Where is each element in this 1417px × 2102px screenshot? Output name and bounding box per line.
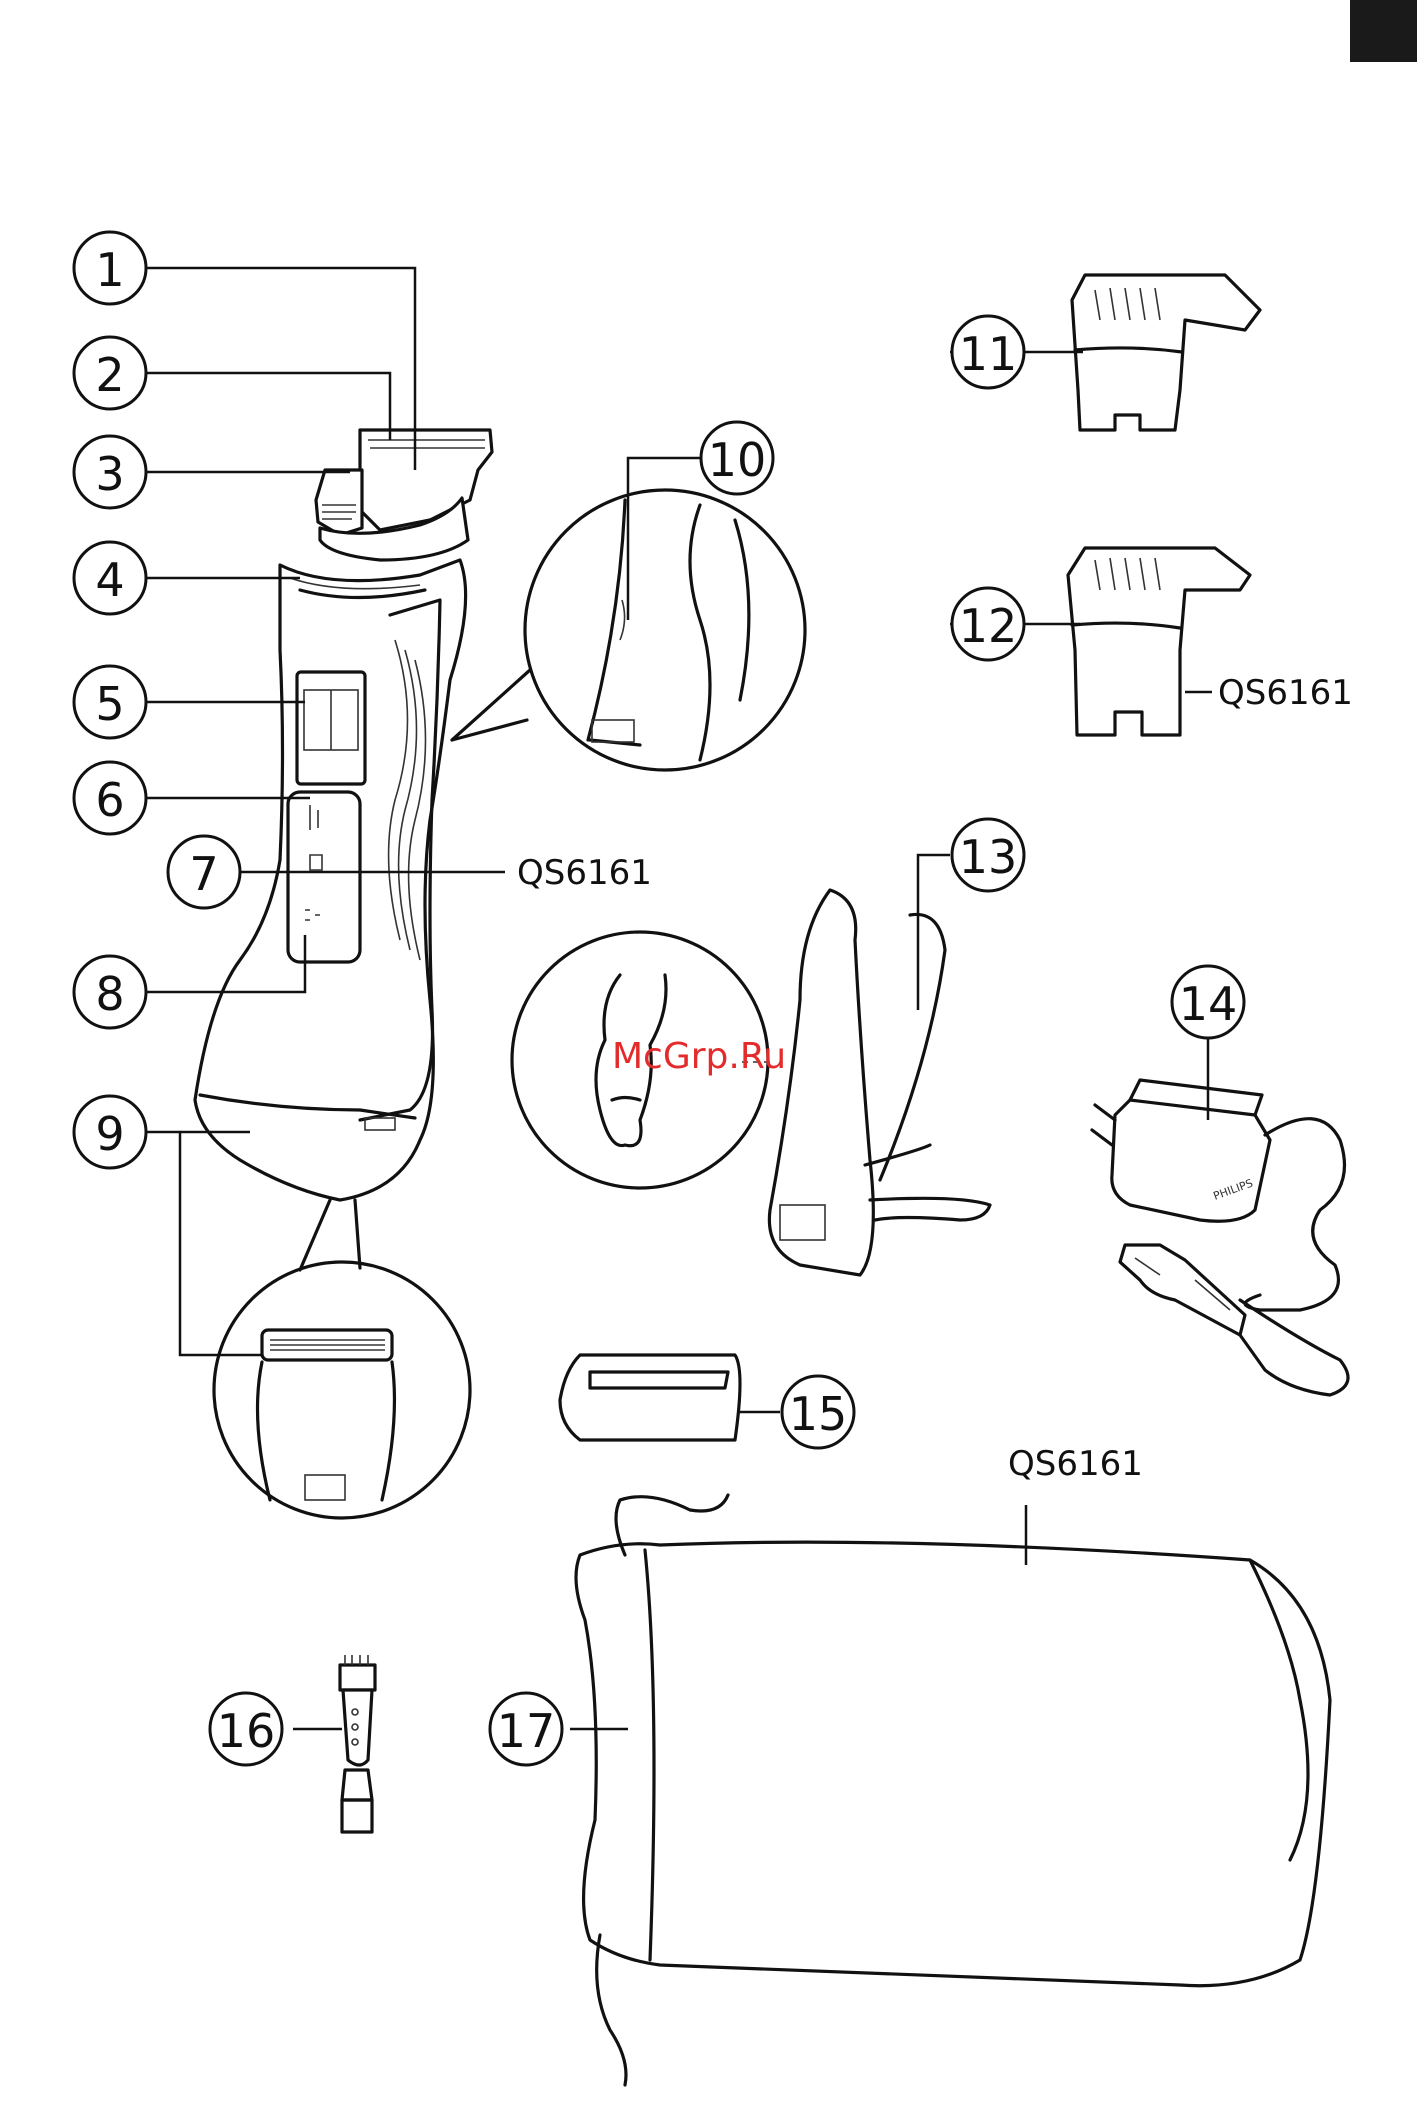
callout-number: 6: [95, 773, 124, 827]
callout-13: 13: [952, 819, 1024, 891]
model-label-part17: QS6161: [1008, 1444, 1143, 1484]
part-17-pouch: [576, 1495, 1330, 2085]
part-16-brush: [340, 1655, 375, 1832]
callout-number: 13: [959, 830, 1018, 884]
part-15-foil: [560, 1355, 740, 1440]
callout-4: 4: [74, 542, 146, 614]
callout-5: 5: [74, 666, 146, 738]
watermark-text: McGrp.Ru: [612, 1036, 786, 1077]
callout-number: 12: [959, 599, 1018, 653]
callout-9: 9: [74, 1096, 146, 1168]
callout-15: 15: [782, 1376, 854, 1448]
callout-1: 1: [74, 232, 146, 304]
appliance-illustration: [195, 430, 492, 1200]
model-label-part7: QS6161: [517, 853, 652, 893]
callout-14: 14: [1172, 966, 1244, 1038]
callout-7: 7: [168, 836, 240, 908]
callout-number: 3: [95, 447, 124, 501]
part-14-adapter: PHILIPS: [1092, 1080, 1348, 1395]
callout-number: 11: [959, 327, 1018, 381]
callout-number: 8: [95, 967, 124, 1021]
callout-3: 3: [74, 436, 146, 508]
callout-12: 12: [952, 588, 1024, 660]
callout-number: 2: [95, 348, 124, 402]
callout-number: 9: [95, 1107, 124, 1161]
part-11-comb: [1072, 275, 1260, 430]
callout-number: 5: [95, 677, 124, 731]
detail-circle-shaver: [214, 1200, 470, 1518]
model-label-part12: QS6161: [1218, 673, 1353, 713]
callout-16: 16: [210, 1693, 282, 1765]
callout-number: 10: [708, 433, 767, 487]
callout-2: 2: [74, 337, 146, 409]
callout-number: 16: [217, 1704, 276, 1758]
part-13-stand: [769, 890, 990, 1275]
callout-number: 7: [189, 847, 218, 901]
callout-number: 17: [497, 1704, 556, 1758]
callout-11: 11: [952, 316, 1024, 388]
callout-number: 1: [95, 243, 124, 297]
callout-17: 17: [490, 1693, 562, 1765]
callout-number: 4: [95, 553, 124, 607]
callout-number: 15: [789, 1387, 848, 1441]
callout-6: 6: [74, 762, 146, 834]
callout-10: 10: [701, 422, 773, 494]
language-tab: [1350, 0, 1417, 62]
callout-8: 8: [74, 956, 146, 1028]
callout-number: 14: [1179, 977, 1238, 1031]
